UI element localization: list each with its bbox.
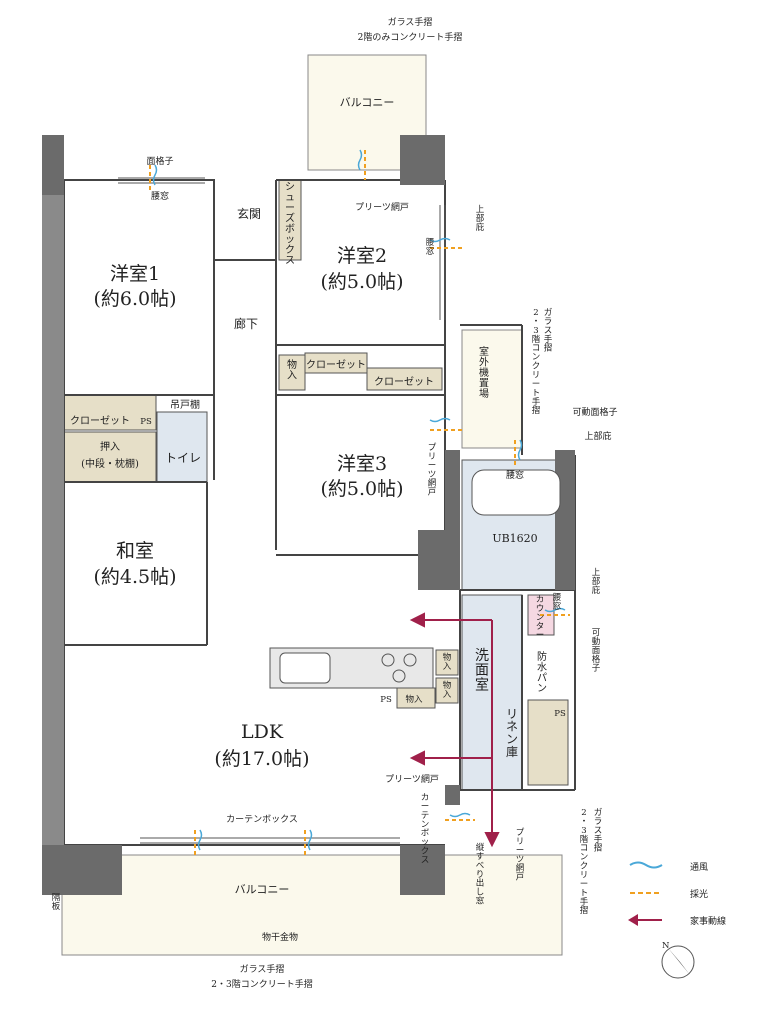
bathtub <box>471 469 561 516</box>
western2-size: (約5.0帖) <box>320 271 403 293</box>
legend-ventilation-swatch <box>629 861 663 869</box>
shoes-box-label: シューズボックス <box>285 182 295 267</box>
note-glass-bottom-2: 2・3階コンクリート手摺 <box>211 978 312 990</box>
storage-k2-area <box>435 677 459 704</box>
closet-w1-area <box>63 394 157 431</box>
note-curtain-box-1: カーテンボックス <box>226 814 298 825</box>
balcony-bottom-label: バルコニー <box>235 883 290 896</box>
ventilation-marks <box>152 149 566 851</box>
closet-w2-label: クローゼット <box>306 359 366 371</box>
note-glass-right-1: ガラス手摺 <box>544 307 553 354</box>
counter-label: カウンター <box>536 595 545 641</box>
closet-w3-label: クローゼット <box>374 376 434 388</box>
note-slide-window: 縦すべり出し窓 <box>476 842 485 907</box>
kitchen-sink <box>279 652 331 684</box>
note-movable-lattice-2: 可動面格子 <box>592 628 601 674</box>
western1-size: (約6.0帖) <box>93 288 176 310</box>
stove-burner-1 <box>381 653 395 667</box>
note-pleats-screen-1: プリーツ網戸 <box>355 201 409 213</box>
structural-columns <box>42 135 575 895</box>
ps1-label: PS <box>140 417 152 427</box>
oshiire-2-label: (中段・枕棚) <box>81 457 139 470</box>
note-partition: 隔板 <box>52 893 61 912</box>
housework-route <box>409 612 500 848</box>
ldk-name: LDK <box>241 721 284 743</box>
note-upper-eave-1: 上部庇 <box>476 205 485 233</box>
closet-w1-label: クローゼット <box>70 415 130 427</box>
note-pleats-screen-3: プリーツ網戸 <box>385 773 439 785</box>
note-face-lattice: 面格子 <box>146 155 173 167</box>
compass-ring <box>661 945 695 979</box>
oshiire-1-label: 押入 <box>100 440 120 453</box>
note-glass-top-2: 2階のみコンクリート手摺 <box>358 31 463 43</box>
legend-daylight-label: 採光 <box>690 888 708 900</box>
note-pleats-screen-4: プリーツ網戸 <box>516 828 525 883</box>
daylight-marks <box>149 150 570 855</box>
outdoor-unit-label: 室外機置場 <box>479 345 489 400</box>
note-glass-right-3: ガラス手摺 <box>594 807 603 854</box>
hanging-shelf-label: 吊戸棚 <box>170 398 200 411</box>
waterproof-pan-label: 防水パン <box>537 650 547 695</box>
note-glass-top-1: ガラス手摺 <box>388 16 433 28</box>
note-pleats-screen-2: プリーツ網戸 <box>428 443 437 498</box>
balcony-top-label: バルコニー <box>340 96 395 109</box>
windows <box>118 177 446 844</box>
storage-k1-area <box>435 649 459 676</box>
toilet-area <box>156 411 208 483</box>
legend-route-arrowhead <box>628 914 638 926</box>
note-waist-window-1: 腰窓 <box>151 190 169 202</box>
entrance-label: 玄関 <box>237 206 261 221</box>
storage-w3-label: 物入 <box>287 358 297 382</box>
unit-bath-label: UB1620 <box>492 532 537 545</box>
storage-k2-label: 物入 <box>443 680 452 700</box>
note-upper-eave-3: 上部庇 <box>592 568 601 596</box>
japanese-size: (約4.5帖) <box>93 566 176 588</box>
note-movable-lattice-1: 可動面格子 <box>572 406 617 418</box>
ldk-size: (約17.0帖) <box>214 748 309 770</box>
hallway-label: 廊下 <box>234 316 258 331</box>
linen-area <box>527 699 569 786</box>
storage-w3-area <box>278 354 306 391</box>
toilet-label: トイレ <box>165 451 201 465</box>
western1-name: 洋室1 <box>110 263 160 285</box>
ps3-label: PS <box>554 709 566 719</box>
note-waist-window-2: 腰窓 <box>426 238 435 257</box>
japanese-name: 和室 <box>116 540 154 562</box>
oshiire-area <box>63 431 157 483</box>
legend-ventilation-label: 通風 <box>690 862 708 873</box>
ps2-label: PS <box>380 695 392 705</box>
outdoor-unit-area <box>461 329 523 449</box>
legend-route-label: 家事動線 <box>690 915 726 927</box>
note-waist-window-3: 腰窓 <box>506 469 524 481</box>
stove-burner-2 <box>403 653 417 667</box>
linen-label: リネン庫 <box>506 707 518 759</box>
note-curtain-box-2: カーテンボックス <box>421 793 430 865</box>
compass-needle <box>668 948 690 975</box>
balcony-bottom-area <box>61 854 563 956</box>
stove-burner-3 <box>392 669 406 683</box>
closet-w3-area <box>366 367 443 391</box>
note-glass-bottom-1: ガラス手摺 <box>240 963 285 975</box>
note-waist-window-4: 腰窓 <box>553 593 562 612</box>
storage-k1-label: 物入 <box>443 652 452 672</box>
storage-k3-label: 物入 <box>405 694 423 705</box>
compass-north: N <box>662 941 670 951</box>
western3-name: 洋室3 <box>337 453 387 475</box>
western2-name: 洋室2 <box>337 245 387 267</box>
western3-size: (約5.0帖) <box>320 478 403 500</box>
note-laundry-pole: 物干金物 <box>262 931 298 943</box>
washroom-label: 洗面室 <box>475 648 489 693</box>
note-upper-eave-2: 上部庇 <box>584 430 611 442</box>
